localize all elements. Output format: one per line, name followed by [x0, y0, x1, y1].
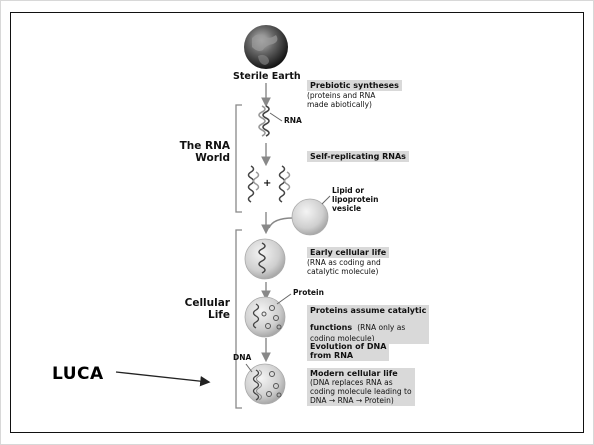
step-prebiotic-sub-1: (proteins and RNA: [307, 91, 376, 100]
step-evolution-title-1: Evolution of DNA: [310, 342, 387, 351]
step-modern-sub-3: DNA → RNA → Protein): [310, 396, 394, 405]
early-cell-icon: [244, 238, 286, 280]
lipid-line-3: vesicle: [332, 204, 362, 213]
dna-label: DNA: [233, 353, 252, 362]
lipid-line-1: Lipid or: [332, 186, 365, 195]
step-self-replicating-title: Self-replicating RNAs: [307, 151, 409, 162]
rna-leader-line: [269, 112, 283, 122]
cellular-life-line-2: Life: [208, 309, 230, 321]
lipid-vesicle-icon: [291, 198, 329, 236]
rna-world-line-1: The RNA: [179, 140, 230, 152]
step-proteins-title-1: Proteins assume catalytic: [310, 306, 427, 315]
lipid-line-2: lipoprotein: [332, 195, 379, 204]
protein-cell-icon: [244, 296, 286, 338]
step-modern-sub-2: coding molecule leading to: [310, 387, 412, 396]
step-early-cellular-title: Early cellular life: [307, 247, 390, 258]
rna-strand-icon: [258, 105, 270, 137]
step-self-replicating: Self-replicating RNAs: [307, 151, 409, 162]
cellular-life-label: Cellular Life: [150, 297, 230, 321]
earth-globe-icon: [244, 25, 288, 69]
lipid-label: Lipid or lipoprotein vesicle: [332, 186, 378, 213]
step-evolution-title-2: from RNA: [310, 351, 354, 360]
lipid-leader-line: [321, 195, 331, 205]
protein-leader-line: [276, 293, 292, 305]
step-early-cellular: Early cellular life (RNA as coding and c…: [307, 247, 390, 276]
protein-label: Protein: [293, 288, 324, 297]
step-proteins-sub-1: (RNA only as: [357, 323, 406, 332]
stage-brackets: [235, 104, 242, 409]
step-modern-title: Modern cellular life: [310, 369, 398, 378]
step-modern-box: Modern cellular life (DNA replaces RNA a…: [307, 368, 415, 406]
step-proteins-catalytic: Proteins assume catalytic functions (RNA…: [307, 305, 430, 344]
step-prebiotic-title: Prebiotic syntheses: [307, 80, 402, 91]
cellular-life-line-1: Cellular: [184, 297, 230, 309]
sterile-earth-label: Sterile Earth: [233, 71, 301, 82]
step-modern-sub-1: (DNA replaces RNA as: [310, 378, 393, 387]
step-prebiotic-sub-2: made abiotically): [307, 100, 372, 109]
luca-arrow: [115, 371, 211, 387]
step-evolution-box: Evolution of DNA from RNA: [307, 341, 390, 361]
rna-world-label: The RNA World: [150, 140, 230, 164]
dna-leader-line: [245, 363, 253, 373]
modern-cell-icon: [244, 363, 286, 405]
rna-label: RNA: [284, 116, 302, 125]
step-proteins-sub-2: coding molecule): [310, 334, 375, 343]
step-proteins-box: Proteins assume catalytic functions (RNA…: [307, 305, 430, 344]
step-modern-cellular: Modern cellular life (DNA replaces RNA a…: [307, 368, 415, 406]
flow-arrows: [261, 83, 294, 363]
rna-replication-icon: [247, 165, 291, 203]
step-prebiotic: Prebiotic syntheses (proteins and RNA ma…: [307, 80, 402, 109]
step-early-cellular-sub-1: (RNA as coding and: [307, 258, 381, 267]
luca-label: LUCA: [52, 364, 104, 384]
step-proteins-title-2: functions: [310, 323, 353, 332]
step-early-cellular-sub-2: catalytic molecule): [307, 267, 379, 276]
step-evolution-dna: Evolution of DNA from RNA: [307, 341, 390, 361]
rna-world-line-2: World: [195, 152, 230, 164]
plus-sign: +: [263, 178, 272, 189]
